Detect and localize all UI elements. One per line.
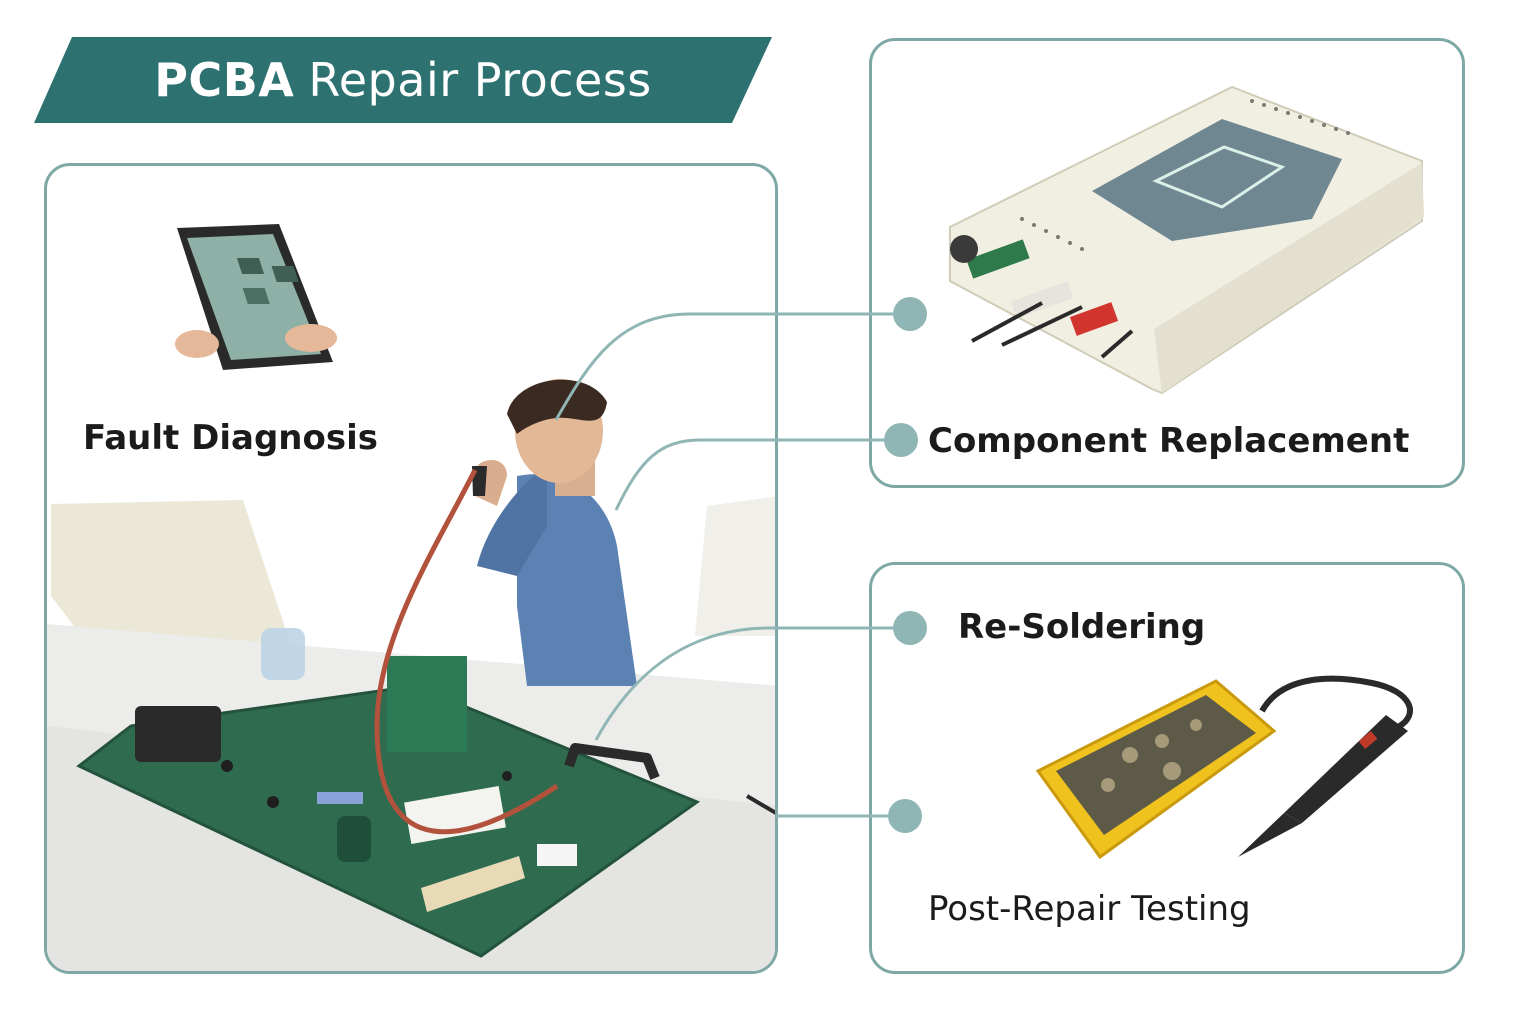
re-soldering-panel: Re-Soldering Post-Repair Testing (869, 562, 1465, 974)
component-replacement-label: Component Replacement (928, 421, 1410, 461)
technician-illustration (47, 224, 775, 971)
connector-dot (884, 423, 918, 457)
pcb-board-icon (76, 628, 701, 958)
post-repair-testing-label: Post-Repair Testing (928, 889, 1251, 929)
re-soldering-label: Re-Soldering (958, 607, 1206, 647)
connector-dot (888, 799, 922, 833)
tablet-icon (175, 224, 337, 370)
title-bold: PCBA (154, 53, 295, 107)
component-kit-icon (949, 85, 1424, 395)
technician-figure (472, 379, 637, 686)
fault-diagnosis-label: Fault Diagnosis (83, 418, 378, 458)
connector-dot (893, 611, 927, 645)
connector-dot (893, 297, 927, 331)
title-banner: PCBA Repair Process (34, 37, 772, 123)
component-replacement-panel: Component Replacement (869, 38, 1465, 488)
title-rest: Repair Process (308, 53, 652, 107)
fault-diagnosis-panel: Fault Diagnosis (44, 163, 778, 974)
probe-icon (1259, 675, 1413, 730)
multimeter-icon (1035, 675, 1413, 860)
